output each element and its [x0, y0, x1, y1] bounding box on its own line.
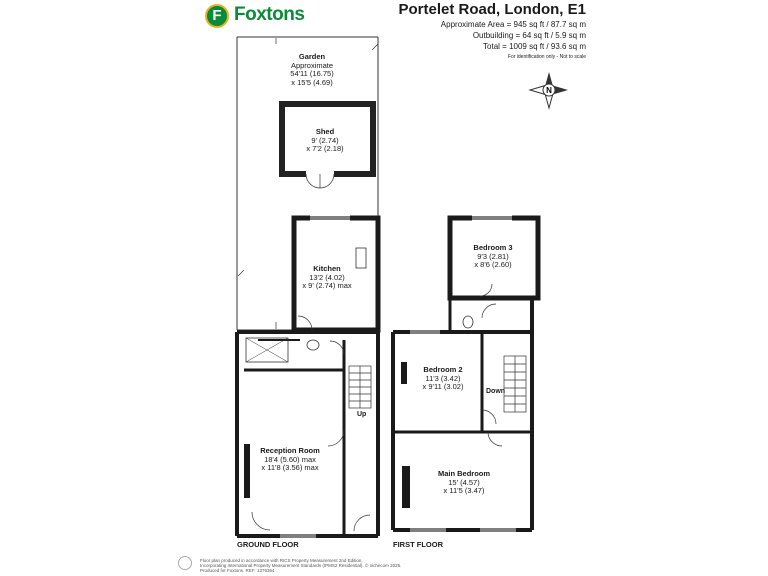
first-wc	[462, 315, 474, 329]
main-bedroom-name: Main Bedroom	[437, 469, 491, 478]
bedroom3-label: Bedroom 3 9'3 (2.81) x 8'6 (2.60)	[458, 243, 528, 270]
shed-line2: x 7'2 (2.18)	[306, 144, 344, 153]
bedroom2-line2: x 9'11 (3.02)	[422, 382, 464, 391]
bedroom3-line1: 9'3 (2.81)	[477, 251, 509, 261]
reception-name: Reception Room	[260, 446, 320, 455]
outbuilding-area: Outbuilding = 64 sq ft / 5.9 sq m	[472, 31, 586, 40]
bedroom2-name: Bedroom 2	[423, 365, 463, 374]
bedroom2-line1: 11'3 (3.42)	[425, 373, 461, 383]
kitchen-sink	[355, 247, 367, 269]
first-chimney-2	[401, 362, 407, 384]
first-floor-label: FIRST FLOOR	[393, 540, 443, 549]
shed-outline	[279, 101, 376, 189]
garden-line1: Approximate	[290, 60, 334, 70]
garden-dimension-ticks	[237, 38, 379, 329]
kitchen-name: Kitchen	[313, 264, 341, 273]
first-floor-windows	[410, 215, 516, 532]
rics-logo-icon	[178, 556, 192, 570]
footer-line3: Produced for Foxtons. REF: 1376364	[200, 568, 275, 573]
ground-doors	[251, 315, 371, 532]
footer-copyright: © nichecom 2025.	[365, 563, 402, 568]
footer-text: Floor plan produced in accordance with R…	[200, 558, 364, 573]
shed-label: Shed 9' (2.74) x 7'2 (2.18)	[295, 127, 355, 154]
garden-name: Garden	[298, 52, 326, 61]
property-title: Portelet Road, London, E1	[398, 1, 586, 18]
foxtons-logo-icon: F	[205, 4, 229, 28]
ground-chimney	[244, 444, 250, 498]
ground-floor-label: GROUND FLOOR	[237, 540, 299, 549]
bedroom3-name: Bedroom 3	[473, 243, 513, 252]
wc	[306, 339, 320, 351]
garden-label: Garden Approximate 54'11 (16.75) x 15'5 …	[282, 52, 342, 87]
reception-label: Reception Room 18'4 (5.60) max x 11'8 (3…	[252, 446, 328, 473]
reception-line1: 18'4 (5.60) max	[264, 454, 316, 464]
compass-letter: N	[546, 86, 552, 95]
first-chimney	[402, 466, 410, 508]
ground-floor-windows	[280, 215, 350, 538]
first-doors	[479, 283, 503, 447]
kitchen-line2: x 9' (2.74) max	[302, 281, 352, 290]
compass-icon: N	[528, 72, 568, 110]
stairs-down-label: Down	[486, 388, 506, 395]
main-bedroom-line1: 15' (4.57)	[448, 477, 480, 487]
garden-line2: 54'11 (16.75)	[290, 69, 334, 78]
scale-note: For identification only - Not to scale	[507, 54, 586, 60]
approx-area: Approximate Area = 945 sq ft / 87.7 sq m	[440, 20, 586, 29]
stairs-up-label: Up	[357, 411, 367, 418]
main-bedroom-label: Main Bedroom 15' (4.57) x 11'5 (3.47)	[426, 469, 502, 496]
garden-line3: x 15'5 (4.69)	[291, 77, 333, 87]
reception-line2: x 11'8 (3.56) max	[261, 463, 319, 472]
main-bedroom-line2: x 11'5 (3.47)	[443, 486, 485, 495]
bedroom3-line2: x 8'6 (2.60)	[474, 260, 512, 269]
shed-name: Shed	[315, 127, 335, 136]
footer-line2: Incorporating International Property Mea…	[200, 563, 364, 568]
bedroom2-label: Bedroom 2 11'3 (3.42) x 9'11 (3.02)	[408, 365, 478, 392]
first-stairs	[503, 355, 527, 413]
footer-line1: Floor plan produced in accordance with R…	[200, 558, 363, 563]
total-area: Total = 1009 sq ft / 93.6 sq m	[483, 42, 586, 51]
kitchen-line1: 13'2 (4.02)	[309, 272, 345, 282]
brand-name: Foxtons	[234, 4, 305, 25]
kitchen-label: Kitchen 13'2 (4.02) x 9' (2.74) max	[296, 264, 358, 291]
shed-line1: 9' (2.74)	[311, 135, 339, 145]
ground-stairs	[348, 365, 372, 409]
shower-tray	[245, 337, 289, 363]
